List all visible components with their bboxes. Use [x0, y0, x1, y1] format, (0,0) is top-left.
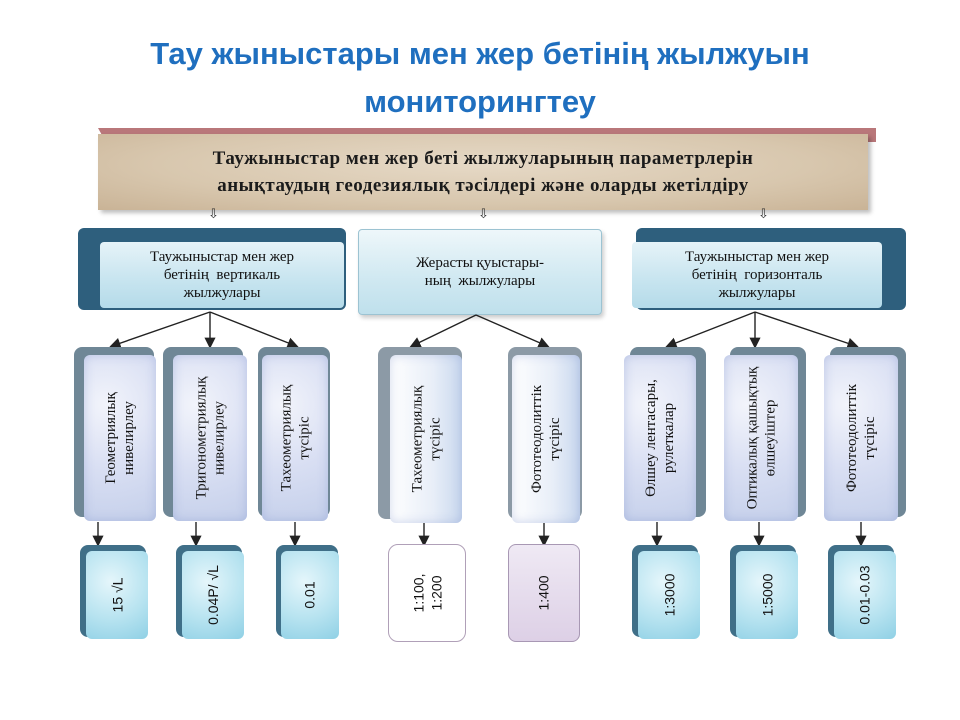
- arrow-to-method: [665, 311, 756, 349]
- arrow-to-method: [409, 314, 477, 348]
- value-box-face: 0.01: [281, 551, 339, 639]
- category-box-face: Жерасты қуыстары- ның жылжулары: [358, 229, 602, 315]
- method-box-face: Оптикалық қашықтық өлшеуіштер: [724, 355, 798, 521]
- method-box: Тахеометриялық түсіріс: [258, 347, 334, 523]
- method-label: Фототеодолиттік түсіріс: [844, 383, 879, 493]
- arrow-to-method: [109, 311, 211, 349]
- category-box-underground: Жерасты қуыстары- ның жылжулары: [358, 229, 602, 315]
- value-box: 1:100, 1:200: [388, 544, 468, 644]
- value-box: 1:5000: [730, 545, 802, 643]
- value-box: 0.04P/ √L: [176, 545, 248, 643]
- method-box-face: Өлшеу лентасары, рулеткалар: [624, 355, 696, 521]
- slide-title-line-2: мониторингтеу: [364, 84, 596, 119]
- value-box-face: 1:3000: [638, 551, 700, 639]
- value-box: 0.01-0.03: [828, 545, 900, 643]
- method-box-face: Геометриялық нивелирлеу: [84, 355, 156, 521]
- category-label: Жерасты қуыстары- ның жылжулары: [415, 255, 545, 289]
- value-box-face: 0.01-0.03: [834, 551, 896, 639]
- value-box: 0.01: [276, 545, 344, 643]
- slide-title-line-1: Тау жыныстары мен жер бетінің жылжуын: [150, 36, 810, 71]
- value-label: 1:100, 1:200: [410, 573, 444, 613]
- method-box: Геометриялық нивелирлеу: [74, 347, 160, 523]
- method-label: Тахеометриялық түсіріс: [409, 385, 443, 493]
- value-box-face: 0.04P/ √L: [182, 551, 244, 639]
- down-arrow-icon: ⇩: [208, 207, 219, 222]
- value-box: 1:3000: [632, 545, 704, 643]
- method-box: Тригонометриялық нивелирлеу: [163, 347, 251, 523]
- method-label: Геометриялық нивелирлеу: [103, 392, 138, 484]
- value-label: 0.04P/ √L: [205, 565, 221, 625]
- method-label: Тахеометриялық түсіріс: [278, 384, 312, 492]
- category-label: Таужыныстар мен жер бетінің горизонталь …: [684, 249, 830, 301]
- method-box-face: Тригонометриялық нивелирлеу: [173, 355, 247, 521]
- category-box-vertical: Таужыныстар мен жер бетінің вертикаль жы…: [78, 228, 348, 310]
- value-box: 15 √L: [80, 545, 152, 643]
- category-box-horizontal: Таужыныстар мен жер бетінің горизонталь …: [632, 228, 907, 310]
- method-label: Тригонометриялық нивелирлеу: [193, 376, 227, 500]
- down-arrow-icon: ⇩: [478, 207, 489, 222]
- arrow-to-method: [754, 311, 859, 349]
- value-box-face: 15 √L: [86, 551, 148, 639]
- root-box-line-2: анықтаудың геодезиялық тәсілдері және ол…: [217, 175, 749, 196]
- method-box: Тахеометриялық түсіріс: [378, 347, 466, 525]
- category-box-face: Таужыныстар мен жер бетінің горизонталь …: [632, 242, 882, 308]
- category-label: Таужыныстар мен жер бетінің вертикаль жы…: [149, 249, 295, 301]
- value-label: 1:3000: [660, 573, 677, 617]
- value-label: 1:400: [535, 575, 552, 611]
- method-box: Оптикалық қашықтық өлшеуіштер: [724, 347, 806, 523]
- method-box: Фототеодолиттік түсіріс: [508, 347, 586, 525]
- arrow-to-method: [475, 314, 550, 348]
- method-label: Өлшеу лентасары, рулеткалар: [643, 379, 678, 497]
- value-box-face: 1:100, 1:200: [388, 544, 466, 642]
- value-label: 15 √L: [109, 577, 125, 613]
- value-label: 0.01: [302, 581, 318, 609]
- value-label: 1:5000: [758, 573, 775, 617]
- value-box-face: 1:400: [508, 544, 580, 642]
- down-arrow-icon: ⇩: [758, 207, 769, 222]
- method-box: Фототеодолиттік түсіріс: [824, 347, 906, 523]
- method-box-face: Тахеометриялық түсіріс: [390, 355, 462, 523]
- root-box-face: Таужыныстар мен жер беті жылжуларының па…: [98, 134, 868, 210]
- category-box-face: Таужыныстар мен жер бетінің вертикаль жы…: [100, 242, 344, 308]
- arrow-to-method: [209, 311, 299, 349]
- method-label: Фототеодолиттік түсіріс: [529, 384, 564, 494]
- root-box: Таужыныстар мен жер беті жылжуларының па…: [98, 128, 876, 210]
- method-label: Оптикалық қашықтық өлшеуіштер: [744, 366, 778, 510]
- value-box-face: 1:5000: [736, 551, 798, 639]
- method-box-face: Фототеодолиттік түсіріс: [512, 355, 580, 523]
- value-label: 0.01-0.03: [856, 565, 873, 625]
- method-box: Өлшеу лентасары, рулеткалар: [624, 347, 706, 523]
- method-box-face: Тахеометриялық түсіріс: [262, 355, 328, 521]
- value-box: 1:400: [508, 544, 582, 644]
- root-box-line-1: Таужыныстар мен жер беті жылжуларының па…: [212, 148, 754, 169]
- method-box-face: Фототеодолиттік түсіріс: [824, 355, 898, 521]
